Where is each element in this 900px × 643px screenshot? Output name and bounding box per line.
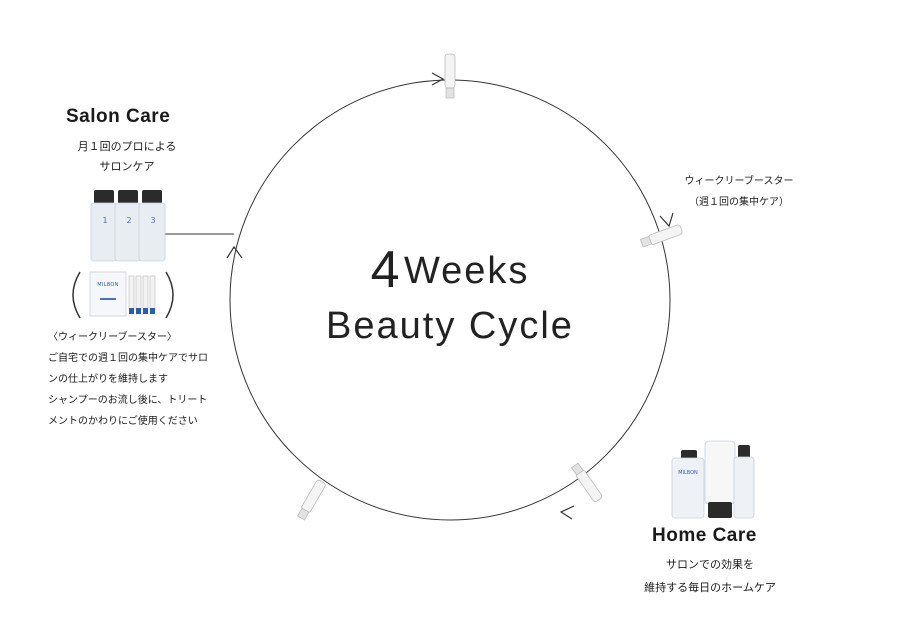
booster-vial-bottom-left bbox=[296, 479, 326, 521]
arrowhead-bottom bbox=[559, 505, 575, 520]
arrowhead-left bbox=[226, 245, 243, 259]
home-care-subtitle-1: サロンでの効果を bbox=[666, 558, 754, 571]
home-treatment-tube bbox=[704, 440, 736, 518]
salon-bottles bbox=[90, 190, 166, 262]
salon-desc-line-3: ンの仕上がりを維持します bbox=[48, 374, 168, 385]
salon-desc-line-2: ご自宅での週１回の集中ケアでサロ bbox=[48, 353, 208, 364]
weekly-booster-caption: ウィークリーブースター （週１回の集中ケア） bbox=[664, 171, 814, 213]
salon-bottle-2 bbox=[114, 190, 142, 262]
salon-bottle-label-1: 1 bbox=[102, 216, 108, 225]
salon-desc-line-4: シャンプーのお流し後に、トリート bbox=[48, 395, 208, 406]
center-title-line-1: 4 Weeks bbox=[300, 240, 600, 300]
salon-desc-line-5: メントのかわりにご使用ください bbox=[48, 416, 198, 427]
salon-desc-line-1: 〈ウィークリーブースター〉 bbox=[48, 332, 177, 343]
home-care-products bbox=[671, 440, 755, 519]
salon-bottle-3 bbox=[138, 190, 166, 262]
paren-left bbox=[72, 271, 81, 319]
home-care-title: Home Care bbox=[652, 525, 757, 546]
booster-vial-bottom-right bbox=[570, 462, 603, 502]
weekly-booster-line-2: （週１回の集中ケア） bbox=[689, 197, 789, 208]
arrowhead-top bbox=[431, 72, 445, 86]
weekly-booster-line-1: ウィークリーブースター bbox=[684, 176, 794, 187]
home-care-subtitle-2: 維持する毎日のホームケア bbox=[644, 581, 776, 594]
salon-care-subtitle-2: サロンケア bbox=[99, 160, 155, 173]
salon-care-title: Salon Care bbox=[66, 106, 171, 127]
salon-description: 〈ウィークリーブースター〉 ご自宅での週１回の集中ケアでサロ ンの仕上がりを維持… bbox=[48, 327, 238, 432]
home-shampoo-brand: MILBON bbox=[678, 470, 698, 476]
booster-pack bbox=[89, 271, 156, 317]
booster-pack-brand: MILBON bbox=[97, 282, 119, 288]
salon-bottle-label-3: 3 bbox=[150, 216, 156, 225]
arrowhead-right bbox=[659, 212, 674, 228]
paren-right bbox=[165, 271, 174, 319]
salon-bottle-label-2: 2 bbox=[126, 216, 132, 225]
booster-vial-right bbox=[639, 224, 683, 248]
center-title-weeks: Weeks bbox=[403, 250, 530, 292]
cycle-circle bbox=[229, 79, 671, 521]
center-title-line-2: Beauty Cycle bbox=[326, 305, 574, 347]
salon-care-subtitle-1: 月１回のプロによる bbox=[77, 140, 177, 153]
salon-bottle-1 bbox=[90, 190, 118, 262]
booster-vial-top bbox=[444, 53, 456, 99]
center-title-number: 4 bbox=[370, 241, 400, 299]
home-shampoo-bottle bbox=[671, 450, 705, 519]
home-serum-bottle bbox=[733, 445, 755, 519]
